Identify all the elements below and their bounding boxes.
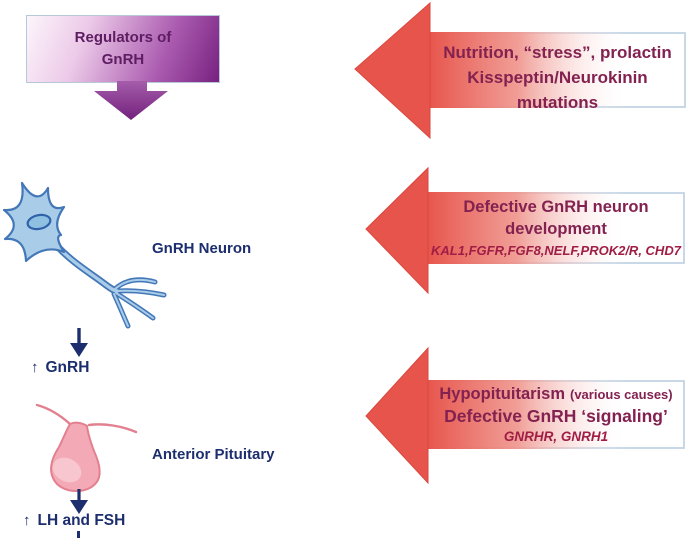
- cause-line: Hypopituitarism(various causes): [439, 385, 673, 403]
- cause-line: Kisspeptin/Neurokinin mutations: [467, 68, 648, 112]
- gnrh-increase-label: ↑GnRH: [31, 359, 90, 376]
- cause-line: development: [505, 220, 607, 238]
- cause-line-suffix: (various causes): [570, 387, 673, 402]
- down-arrow-icon: [70, 328, 88, 357]
- connector-stub: [77, 531, 80, 538]
- cause-arrow-signaling: [365, 346, 685, 485]
- cause-arrow-nutrition: [354, 1, 686, 140]
- regulators-line1: Regulators of: [74, 29, 172, 47]
- up-arrow-icon: ↑: [23, 512, 31, 529]
- anterior-pituitary-label: Anterior Pituitary: [152, 446, 275, 463]
- cause-line: Nutrition, “stress”, prolactin: [443, 43, 672, 62]
- lh-fsh-increase-label: ↑LH and FSH: [23, 512, 126, 529]
- cause-line: Defective GnRH neuron: [463, 198, 649, 216]
- gnrh-neuron-illustration: [2, 181, 167, 329]
- cause-arrow-development-text: Defective GnRH neuron development KAL1,F…: [428, 196, 684, 260]
- down-arrow-icon: [70, 489, 88, 514]
- gnrh-neuron-label: GnRH Neuron: [152, 240, 252, 257]
- cause-arrow-signaling-text: Hypopituitarism(various causes) Defectiv…: [428, 384, 684, 447]
- cause-line: Defective GnRH ‘signaling’: [444, 406, 668, 426]
- regulators-of-gnrh-box: Regulators of GnRH: [26, 15, 220, 83]
- gene-list: GNRHR, GNRH1: [503, 429, 609, 444]
- cause-arrow-nutrition-text: Nutrition, “stress”, prolactin Kisspepti…: [430, 40, 685, 115]
- purple-down-block-arrow-icon: [94, 81, 168, 120]
- neuron-nucleus: [26, 213, 52, 231]
- anterior-pituitary-illustration: [35, 403, 138, 492]
- up-arrow-icon: ↑: [31, 359, 39, 376]
- cause-arrow-development: [365, 166, 685, 295]
- regulators-line2: GnRH: [101, 51, 145, 68]
- gene-list: KAL1,FGFR,FGF8,NELF,PROK2/R, CHD7: [431, 243, 681, 258]
